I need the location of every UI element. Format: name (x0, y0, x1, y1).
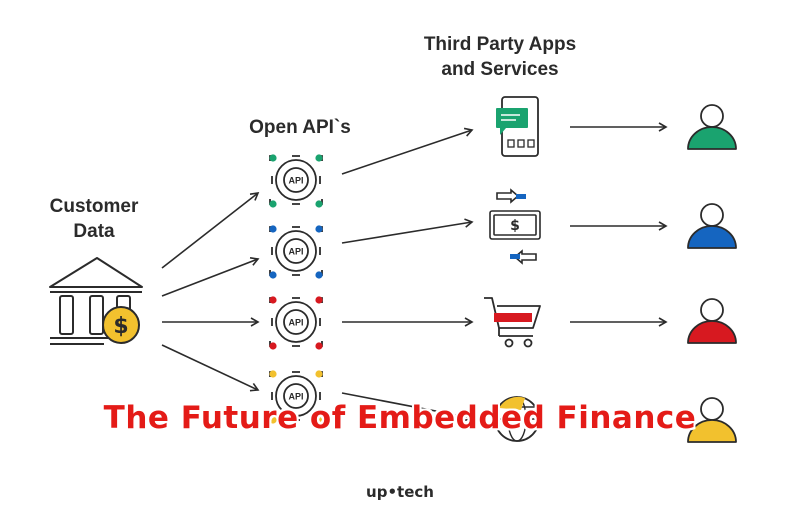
arrow-to-api-2 (161, 256, 260, 297)
api-gear-icon: API (269, 296, 323, 350)
arrow-to-service-1 (341, 127, 474, 175)
arrows-to-services (341, 127, 474, 422)
arrows-to-users (570, 122, 668, 327)
user-icon (687, 104, 737, 150)
open-apis-label: Open API`s (249, 117, 351, 138)
brand-logo: up•tech (366, 483, 434, 501)
bank-dollar-icon: $ (49, 257, 143, 345)
api-gear-icon: API (269, 225, 323, 279)
api-badge-text: API (288, 318, 303, 328)
arrow-to-service-2 (341, 218, 474, 244)
third-party-label: Third Party Apps and Services (423, 34, 577, 80)
chat-phone-icon (496, 96, 539, 157)
api-gear-icon: API (269, 154, 323, 208)
api-badge-text: API (288, 247, 303, 257)
user-icon (687, 397, 737, 443)
dollar-symbol: $ (510, 218, 520, 234)
arrow-to-api-1 (161, 192, 260, 269)
headline-overlay: The Future of Embedded Finance (103, 400, 697, 436)
customer-data-label: Customer Data (49, 196, 139, 242)
money-transfer-icon: $ (489, 188, 541, 265)
dollar-symbol: $ (113, 314, 128, 339)
arrow-to-api-4 (161, 344, 260, 392)
api-badge-text: API (288, 176, 303, 186)
user-icon (687, 298, 737, 344)
globe-icon (494, 396, 540, 442)
arrows-to-apis (161, 192, 260, 392)
api-gear-icon: API (269, 370, 323, 424)
arrow-to-service-4 (341, 392, 474, 422)
user-icon (687, 203, 737, 249)
api-badge-text: API (288, 392, 303, 402)
shopping-cart-icon (484, 297, 541, 348)
